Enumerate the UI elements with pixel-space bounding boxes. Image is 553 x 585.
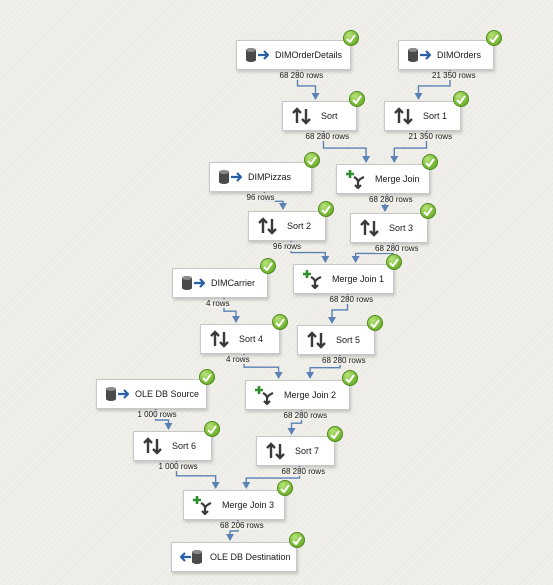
success-check-icon <box>260 258 276 274</box>
component-sort-4[interactable]: Sort 4 <box>200 324 280 354</box>
success-check-icon <box>327 426 343 442</box>
sort-arrows-icon <box>142 436 166 456</box>
success-check-icon <box>367 315 383 331</box>
row-count-label: 21 350 rows <box>408 132 453 141</box>
component-label: Sort 2 <box>287 221 312 231</box>
merge-join-icon <box>302 269 326 289</box>
component-dim-order-details[interactable]: DIMOrderDetails <box>236 40 351 70</box>
component-label: DIMOrders <box>437 50 482 60</box>
sort-arrows-icon <box>257 216 281 236</box>
component-label: Merge Join <box>375 174 420 184</box>
row-count-label: 96 rows <box>246 193 275 202</box>
database-source-icon <box>105 384 129 404</box>
component-dim-pizzas[interactable]: DIMPizzas <box>209 162 312 192</box>
merge-join-icon <box>345 169 369 189</box>
component-label: Sort 4 <box>239 334 264 344</box>
component-sort-3[interactable]: Sort 3 <box>350 213 428 243</box>
database-source-icon <box>218 167 242 187</box>
row-count-label: 68 206 rows <box>220 521 264 530</box>
row-count-label: 21 350 rows <box>432 71 476 80</box>
success-check-icon <box>343 30 359 46</box>
success-check-icon <box>422 154 438 170</box>
row-count-label: 1 000 rows <box>137 410 177 419</box>
row-count-label: 68 280 rows <box>305 132 350 141</box>
component-label: Merge Join 1 <box>332 274 385 284</box>
success-check-icon <box>420 203 436 219</box>
success-check-icon <box>486 30 502 46</box>
sort-arrows-icon <box>306 330 330 350</box>
success-check-icon <box>199 369 215 385</box>
database-source-icon <box>181 273 205 293</box>
row-count-label: 68 280 rows <box>279 71 324 80</box>
component-ole-db-source[interactable]: OLE DB Source <box>96 379 207 409</box>
component-label: Sort 5 <box>336 335 361 345</box>
success-check-icon <box>453 91 469 107</box>
row-count-label: 1 000 rows <box>158 462 198 471</box>
component-merge-join-1[interactable]: Merge Join 1 <box>293 264 394 294</box>
component-label: Sort <box>321 111 338 121</box>
success-check-icon <box>386 254 402 270</box>
merge-join-icon <box>254 385 278 405</box>
row-count-label: 68 280 rows <box>281 467 326 476</box>
component-dim-orders[interactable]: DIMOrders <box>398 40 494 70</box>
component-merge-join-2[interactable]: Merge Join 2 <box>245 380 350 410</box>
component-label: Sort 1 <box>423 111 448 121</box>
component-merge-join-3[interactable]: Merge Join 3 <box>183 490 285 520</box>
component-label: OLE DB Source <box>135 389 200 399</box>
component-label: DIMOrderDetails <box>275 50 343 60</box>
row-count-label: 68 280 rows <box>283 411 328 420</box>
row-count-label: 68 280 rows <box>322 356 366 365</box>
success-check-icon <box>204 421 220 437</box>
component-sort-1[interactable]: Sort 1 <box>384 101 461 131</box>
sort-arrows-icon <box>359 218 383 238</box>
component-label: Merge Join 2 <box>284 390 337 400</box>
row-count-label: 96 rows <box>273 242 302 251</box>
success-check-icon <box>349 91 365 107</box>
row-count-label: 68 280 rows <box>375 244 419 253</box>
row-count-label: 4 rows <box>226 355 250 364</box>
component-label: Merge Join 3 <box>222 500 275 510</box>
component-label: Sort 3 <box>389 223 414 233</box>
success-check-icon <box>342 370 358 386</box>
component-ole-db-destination[interactable]: OLE DB Destination <box>171 542 297 572</box>
component-merge-join[interactable]: Merge Join <box>336 164 430 194</box>
row-count-label: 4 rows <box>206 299 230 308</box>
success-check-icon <box>272 314 288 330</box>
merge-join-icon <box>192 495 216 515</box>
success-check-icon <box>277 480 293 496</box>
sort-arrows-icon <box>265 441 289 461</box>
database-source-icon <box>245 45 269 65</box>
component-dim-carrier[interactable]: DIMCarrier <box>172 268 268 298</box>
component-sort-2[interactable]: Sort 2 <box>248 211 326 241</box>
component-label: DIMCarrier <box>211 278 255 288</box>
component-sort-5[interactable]: Sort 5 <box>297 325 375 355</box>
success-check-icon <box>304 152 320 168</box>
component-label: Sort 6 <box>172 441 197 451</box>
component-sort[interactable]: Sort <box>282 101 357 131</box>
sort-arrows-icon <box>393 106 417 126</box>
sort-arrows-icon <box>209 329 233 349</box>
row-count-label: 68 280 rows <box>329 295 374 304</box>
success-check-icon <box>318 201 334 217</box>
component-label: OLE DB Destination <box>210 552 291 562</box>
row-count-label: 68 280 rows <box>369 195 413 204</box>
component-sort-6[interactable]: Sort 6 <box>133 431 212 461</box>
sort-arrows-icon <box>291 106 315 126</box>
component-label: Sort 7 <box>295 446 320 456</box>
success-check-icon <box>289 532 305 548</box>
component-sort-7[interactable]: Sort 7 <box>256 436 335 466</box>
database-destination-icon <box>180 547 204 567</box>
database-source-icon <box>407 45 431 65</box>
component-label: DIMPizzas <box>248 172 292 182</box>
